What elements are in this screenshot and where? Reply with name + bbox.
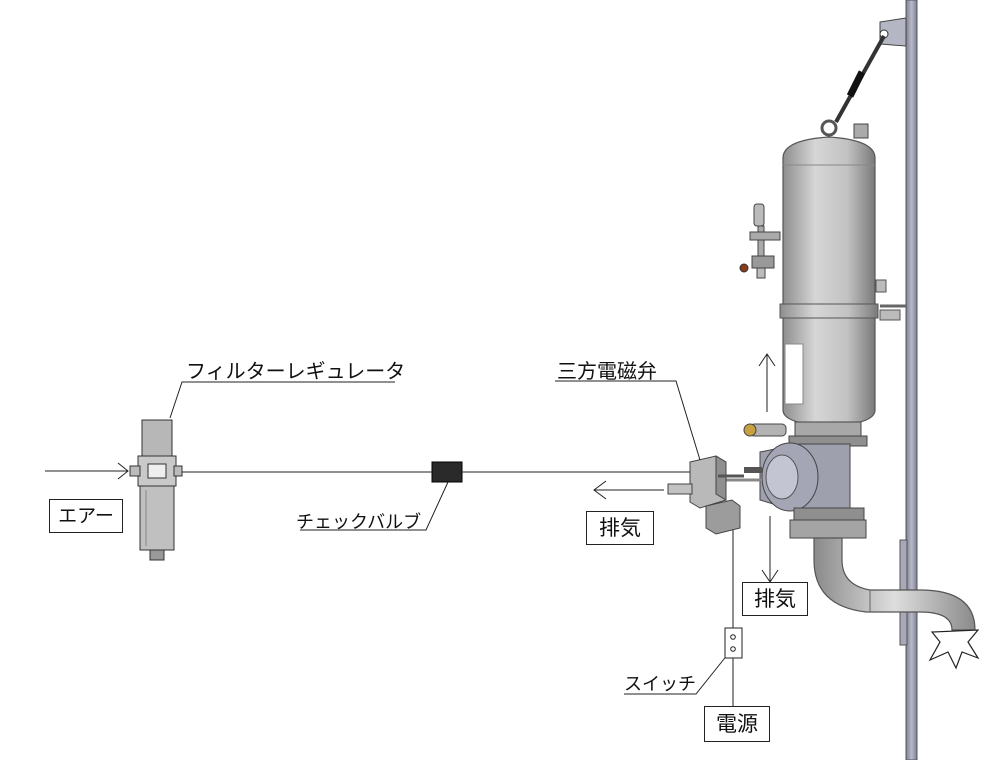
three-way-solenoid-valve <box>667 455 744 535</box>
air-tank <box>779 136 906 427</box>
leader-check-valve <box>300 481 449 531</box>
label-exhaust-outlet: 排気 <box>742 582 808 616</box>
switch-symbol <box>724 627 743 659</box>
label-filter-regulator: フィルターレギュレータ <box>186 359 406 383</box>
label-check-valve: チェックバルブ <box>296 512 422 533</box>
pressure-gauge <box>739 203 781 279</box>
label-solenoid-valve: 三方電磁弁 <box>557 359 657 383</box>
label-switch: スイッチ <box>624 674 696 695</box>
leader-filter-regulator <box>169 381 395 419</box>
label-exhaust-valve: 排気 <box>586 511 654 545</box>
air-inlet-arrow <box>45 462 129 480</box>
exhaust-valve-body <box>720 421 868 539</box>
filter-regulator-body <box>129 419 183 561</box>
leader-switch <box>624 653 729 695</box>
label-power: 電源 <box>704 706 770 742</box>
leader-solenoid <box>555 380 701 461</box>
tank-hanger <box>820 17 907 139</box>
wall <box>905 0 918 761</box>
airflow-arrow-up <box>758 353 776 412</box>
outlet-pipe <box>813 537 980 670</box>
exhaust-arrow-down <box>761 516 779 583</box>
label-air: エアー <box>49 499 123 533</box>
exhaust-arrow-left <box>593 480 664 500</box>
check-valve-body <box>431 461 463 483</box>
